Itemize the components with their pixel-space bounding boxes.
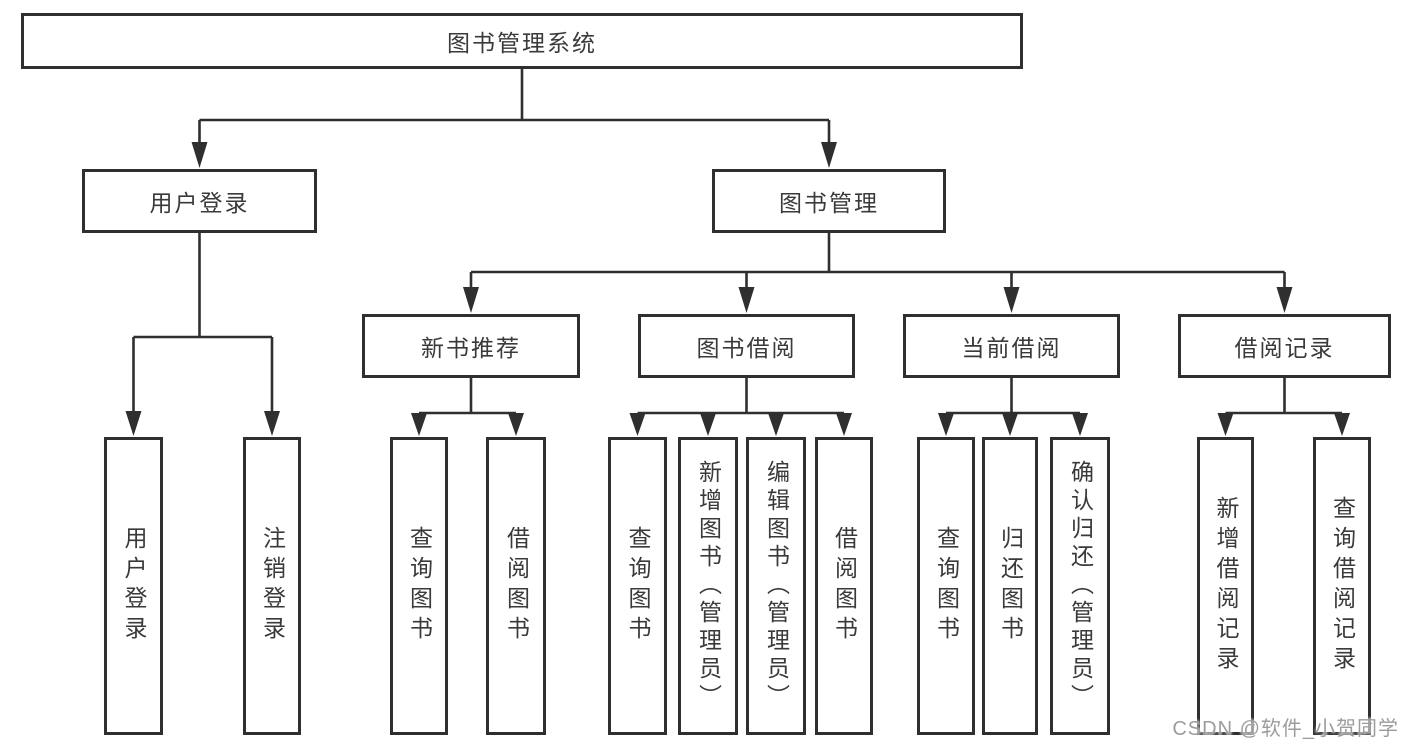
leaf-add-books-admin: 新增图书（管理员） [678,437,738,735]
node-label: 图书管理 [779,190,879,216]
node-borrowing-records: 借阅记录 [1178,314,1391,378]
node-label: 当前借阅 [961,335,1062,361]
leaf-label: 查询图书 [625,526,651,646]
leaf-return-books: 归还图书 [982,437,1038,735]
leaf-label: 查询借阅记录 [1329,496,1356,676]
node-label: 图书借阅 [696,335,797,361]
node-label: 用户登录 [149,190,250,216]
leaf-label: 查询图书 [406,526,433,646]
leaf-label: 用户登录 [121,526,147,646]
node-book-borrowing: 图书借阅 [638,314,855,378]
leaf-borrow-books: 借阅图书 [815,437,873,735]
node-label: 图书管理系统 [447,30,597,56]
leaf-logout: 注销登录 [243,437,301,735]
leaf-user-login: 用户登录 [104,437,163,735]
leaf-query-books: 查询图书 [917,437,975,735]
node-new-book-recommend: 新书推荐 [362,314,580,378]
node-label: 新书推荐 [421,335,521,361]
leaf-label: 归还图书 [997,526,1024,646]
node-current-borrowing: 当前借阅 [903,314,1120,378]
leaf-borrow-books: 借阅图书 [486,437,546,735]
leaf-label: 借阅图书 [831,526,858,646]
leaf-label: 查询图书 [933,526,960,646]
leaf-query-books: 查询图书 [608,437,667,735]
leaf-label: 借阅图书 [503,526,530,646]
node-label: 借阅记录 [1234,335,1335,361]
leaf-label: 新增图书（管理员） [695,460,722,712]
leaf-confirm-return-admin: 确认归还（管理员） [1050,437,1110,735]
leaf-query-borrow-record: 查询借阅记录 [1313,437,1371,735]
csdn-watermark: CSDN @软件_小贺同学 [1172,718,1399,740]
node-root-system: 图书管理系统 [21,13,1023,69]
leaf-label: 编辑图书（管理员） [763,460,790,712]
leaf-label: 确认归还（管理员） [1067,460,1094,712]
leaf-label: 注销登录 [259,526,286,646]
leaf-query-books: 查询图书 [390,437,448,735]
leaf-add-borrow-record: 新增借阅记录 [1197,437,1254,735]
leaf-edit-books-admin: 编辑图书（管理员） [746,437,806,735]
leaf-label: 新增借阅记录 [1213,496,1239,676]
node-book-management: 图书管理 [712,169,946,233]
node-user-login: 用户登录 [82,169,317,233]
